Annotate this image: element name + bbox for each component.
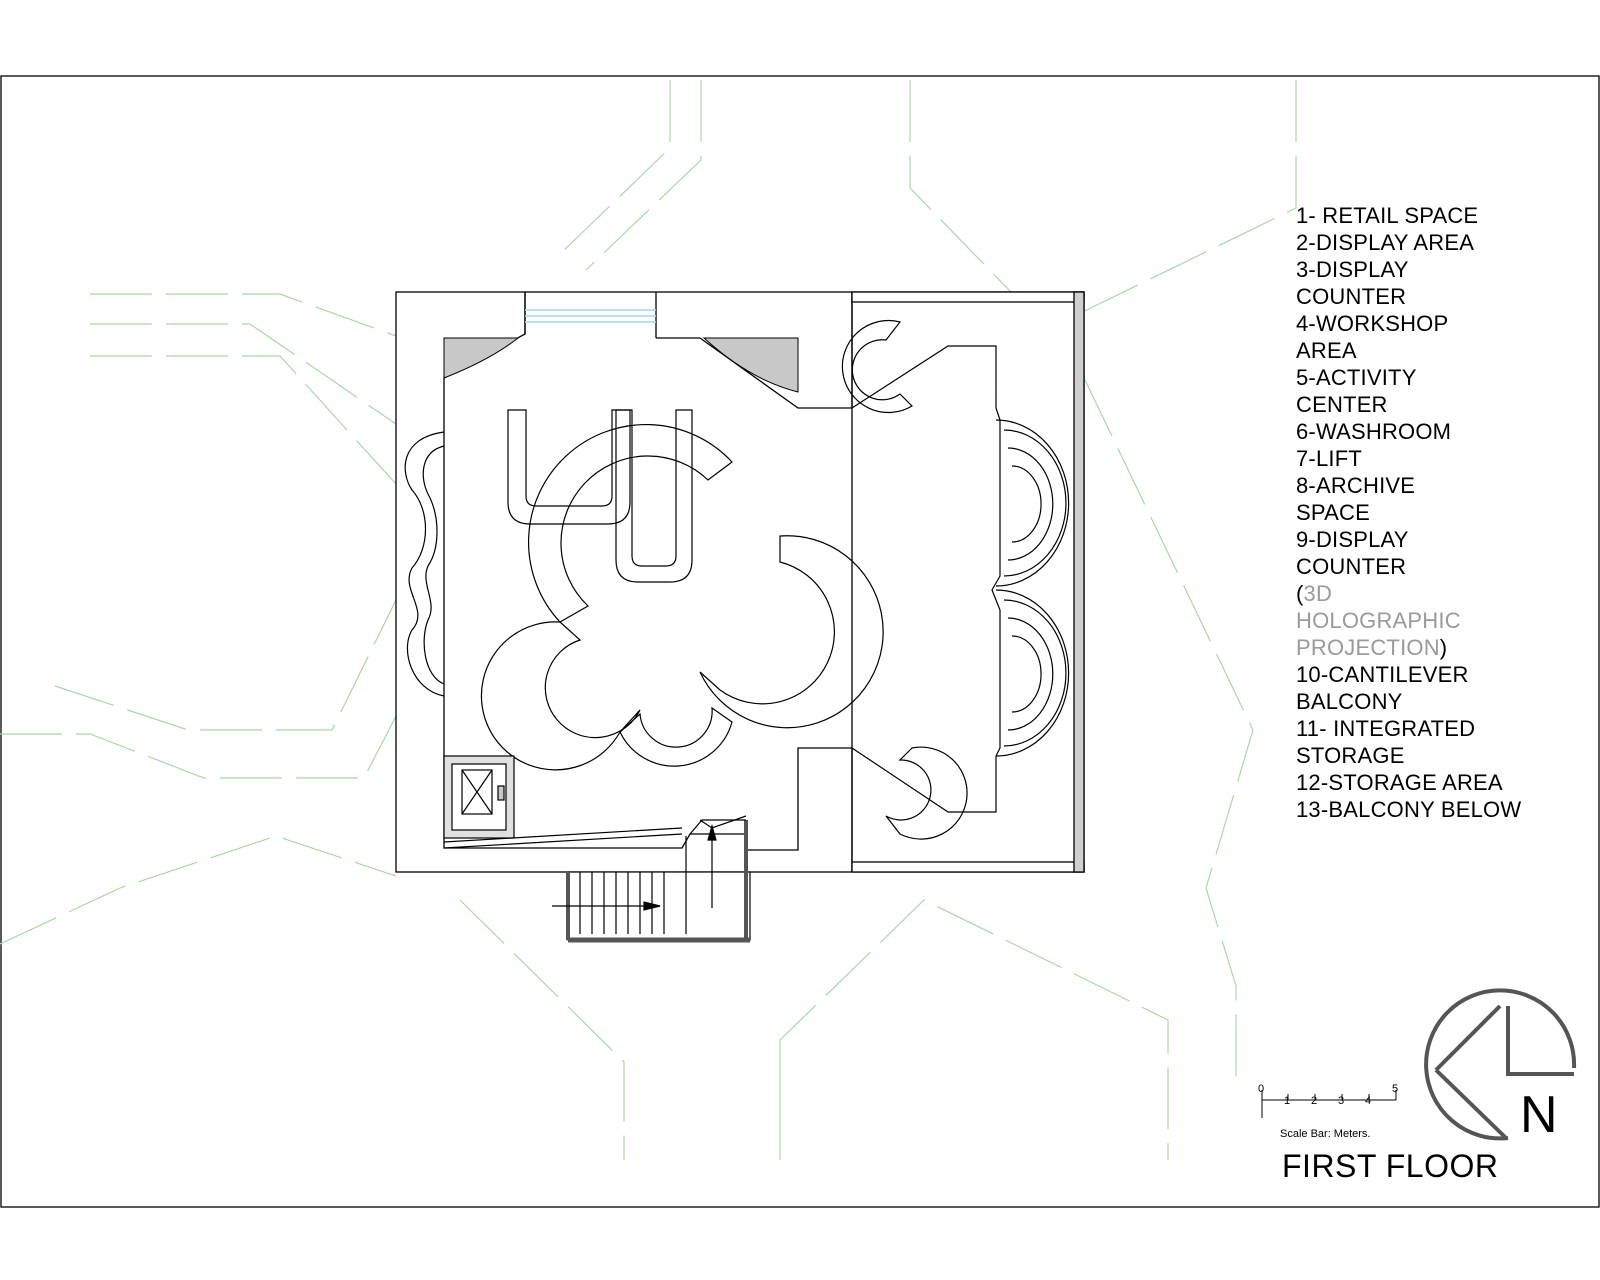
curved-benches: [480, 423, 884, 771]
balcony-edge: [1073, 291, 1085, 873]
legend-note-line-3: PROJECTION): [1296, 635, 1448, 660]
balcony-strip: [851, 291, 1085, 303]
legend-item-5-cont: CENTER: [1296, 392, 1388, 417]
legend-note-line-2: HOLOGRAPHIC: [1296, 608, 1461, 633]
legend-item-7: 7-LIFT: [1296, 446, 1362, 471]
legend-note-line-1: (3D: [1296, 581, 1333, 606]
legend-item-4: 4-WORKSHOP: [1296, 311, 1449, 336]
balcony-strip-bottom: [851, 861, 1085, 873]
hatched-wedge-left: [443, 337, 520, 379]
legend-item-9: 9-DISPLAY: [1296, 527, 1409, 552]
stair: [443, 815, 751, 943]
u-counters: [507, 409, 693, 583]
hatched-wedge-right: [702, 337, 799, 393]
scale-tick-4: 4: [1365, 1095, 1371, 1107]
legend-item-10: 10-CANTILEVER: [1296, 662, 1469, 687]
legend-item-6: 6-WASHROOM: [1296, 419, 1452, 444]
legend-item-3: 3-DISPLAY: [1296, 257, 1409, 282]
legend-item-12: 12-STORAGE AREA: [1296, 770, 1503, 795]
legend-item-13: 13-BALCONY BELOW: [1296, 797, 1522, 822]
site-context-lines: [0, 80, 1297, 1160]
legend-item-11-cont: STORAGE: [1296, 743, 1405, 768]
legend-item-1: 1- RETAIL SPACE: [1296, 203, 1479, 228]
scale-tick-3: 3: [1338, 1095, 1344, 1107]
scale-tick-5: 5: [1392, 1083, 1398, 1095]
scale-tick-1: 1: [1284, 1095, 1290, 1107]
drawing-frame: [0, 75, 1600, 1208]
legend-item-8-cont: SPACE: [1296, 500, 1370, 525]
legend-item-2: 2-DISPLAY AREA: [1296, 230, 1475, 255]
window-glazing: [525, 309, 656, 323]
scale-tick-2: 2: [1311, 1095, 1317, 1107]
lift-core: [443, 755, 515, 839]
legend-item-4-cont: AREA: [1296, 338, 1357, 363]
legend-item-9-cont: COUNTER: [1296, 554, 1407, 579]
north-arrow-icon: N: [1424, 988, 1577, 1144]
legend-item-11: 11- INTEGRATED: [1296, 716, 1476, 741]
north-letter: N: [1520, 1086, 1558, 1144]
room-legend: 1- RETAIL SPACE 2-DISPLAY AREA 3-DISPLAY…: [1296, 202, 1521, 823]
scale-caption: Scale Bar: Meters.: [1280, 1128, 1370, 1140]
legend-item-8: 8-ARCHIVE: [1296, 473, 1416, 498]
drawing-title: FIRST FLOOR: [1282, 1148, 1499, 1184]
scale-tick-0: 0: [1258, 1083, 1264, 1095]
legend-item-5: 5-ACTIVITY: [1296, 365, 1417, 390]
legend-item-3-cont: COUNTER: [1296, 284, 1407, 309]
west-display-counter: [404, 431, 445, 697]
scale-bar: 0 1 2 3 4 5 Scale Bar: Meters.: [1258, 1083, 1398, 1140]
east-display-counter: [841, 319, 1070, 840]
legend-item-10-cont: BALCONY: [1296, 689, 1403, 714]
